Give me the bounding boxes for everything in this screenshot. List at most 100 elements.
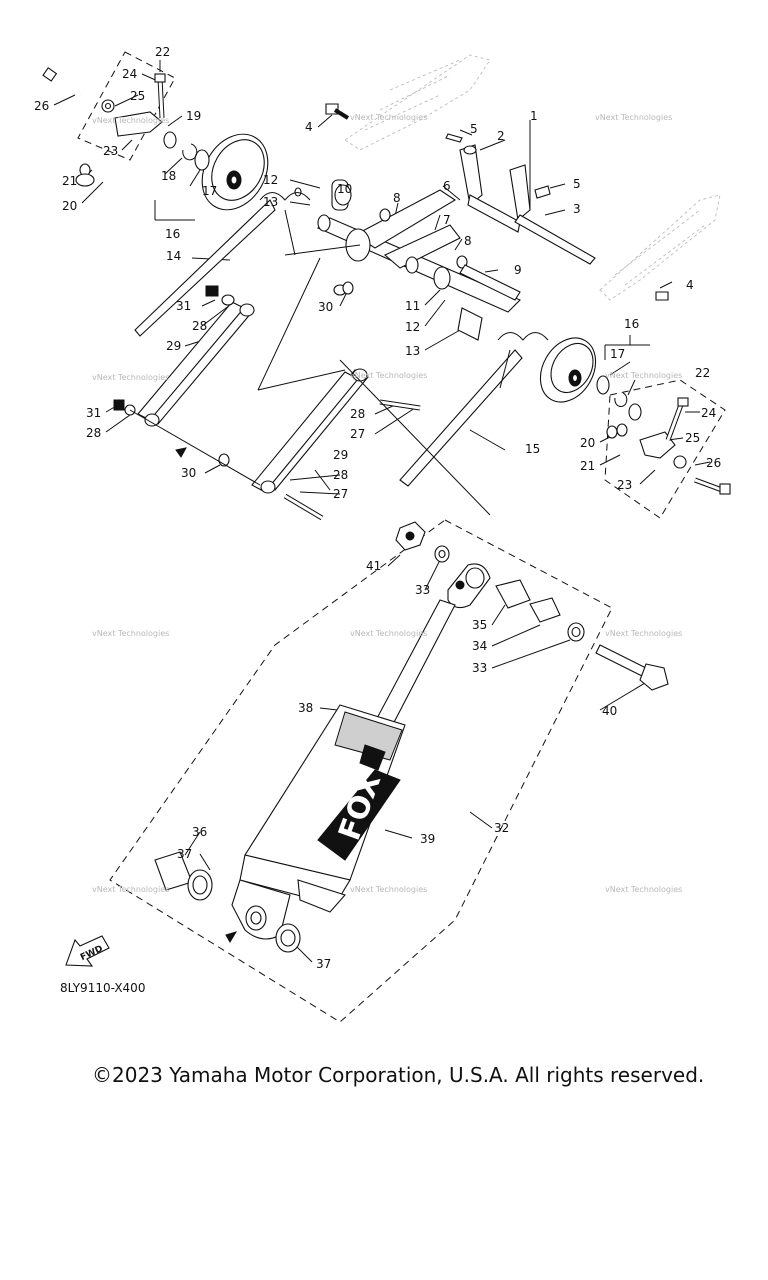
callout-5: 5 — [573, 177, 581, 191]
callout-4: 4 — [686, 278, 694, 292]
copyright-notice: ©2023 Yamaha Motor Corporation, U.S.A. A… — [92, 1063, 705, 1087]
callout-30: 30 — [318, 300, 333, 314]
callout-28: 28 — [86, 426, 101, 440]
callout-27: 27 — [350, 427, 365, 441]
watermark: vNext Technologies — [350, 885, 427, 894]
callout-17: 17 — [202, 184, 217, 198]
callout-28: 28 — [350, 407, 365, 421]
cross-shaft-assembly — [294, 179, 521, 313]
callout-40: 40 — [602, 704, 617, 718]
bolt-24-left — [154, 73, 166, 119]
callout-23: 23 — [617, 478, 632, 492]
callout-24: 24 — [701, 406, 716, 420]
callout-39: 39 — [420, 832, 435, 846]
torsion-spring-15 — [399, 332, 549, 487]
watermark: vNext Technologies — [605, 371, 682, 380]
torsion-spring-14 — [134, 192, 311, 337]
frame-rail-ghost-top — [344, 54, 491, 151]
centerline-links — [129, 244, 491, 516]
bracket-assembly-1 — [445, 133, 551, 233]
callout-33: 33 — [415, 583, 430, 597]
callout-31: 31 — [176, 299, 191, 313]
frame-rail-ghost-right — [599, 194, 721, 301]
drawing-code: 8LY9110-X400 — [60, 981, 145, 995]
watermark: vNext Technologies — [350, 629, 427, 638]
callout-37: 37 — [177, 847, 192, 861]
callout-32: 32 — [494, 821, 509, 835]
watermark: vNext Technologies — [92, 373, 169, 382]
callout-41: 41 — [366, 559, 381, 573]
direction-arrow-lower — [225, 931, 238, 943]
watermark: vNext Technologies — [92, 629, 169, 638]
callout-24: 24 — [122, 67, 137, 81]
group-22-left-box — [77, 51, 176, 161]
callout-10: 10 — [337, 182, 352, 196]
callout-17: 17 — [610, 347, 625, 361]
pulley-16-right — [539, 337, 642, 439]
callout-30: 30 — [181, 466, 196, 480]
group-32-box — [109, 519, 613, 1023]
callouts: 1 2 3 4 4 5 5 6 7 8 8 9 10 11 12 12 13 1… — [34, 45, 721, 971]
watermarks: vNext Technologies vNext Technologies vN… — [92, 113, 682, 894]
pulley-16-left — [75, 131, 269, 211]
callout-25: 25 — [130, 89, 145, 103]
callout-36: 36 — [192, 825, 207, 839]
callout-7: 7 — [443, 213, 451, 227]
callout-22: 22 — [155, 45, 170, 59]
callout-29: 29 — [333, 448, 348, 462]
callout-37: 37 — [316, 957, 331, 971]
callout-11: 11 — [405, 299, 420, 313]
callout-14: 14 — [166, 249, 181, 263]
link-arm-29-upper — [113, 285, 255, 427]
callout-27: 27 — [333, 487, 348, 501]
callout-4: 4 — [305, 120, 313, 134]
callout-28: 28 — [192, 319, 207, 333]
callout-16: 16 — [165, 227, 180, 241]
callout-31: 31 — [86, 406, 101, 420]
callout-26: 26 — [34, 99, 49, 113]
callout-21: 21 — [62, 174, 77, 188]
callout-15: 15 — [525, 442, 540, 456]
callout-18: 18 — [161, 169, 176, 183]
rod-3 — [514, 214, 596, 265]
watermark: vNext Technologies — [605, 629, 682, 638]
callout-12: 12 — [405, 320, 420, 334]
rod-9 — [459, 264, 521, 301]
callout-34: 34 — [472, 639, 487, 653]
callout-3: 3 — [573, 202, 581, 216]
fwd-arrow-icon: FWD — [65, 935, 110, 967]
bolt-4-right — [655, 291, 669, 301]
callout-1: 1 — [530, 109, 538, 123]
callout-13: 13 — [263, 195, 278, 209]
callout-35: 35 — [472, 618, 487, 632]
callout-8: 8 — [464, 234, 472, 248]
link-arm-29-lower — [251, 368, 421, 521]
callout-2: 2 — [497, 129, 505, 143]
bolt-26-left — [42, 67, 81, 97]
collar-10 — [334, 184, 352, 206]
callout-19: 19 — [186, 109, 201, 123]
callout-16: 16 — [624, 317, 639, 331]
watermark: vNext Technologies — [595, 113, 672, 122]
callout-29: 29 — [166, 339, 181, 353]
callout-23: 23 — [103, 144, 118, 158]
callout-20: 20 — [580, 436, 595, 450]
collar-13 — [457, 307, 483, 341]
bracket-25-left — [101, 99, 163, 137]
callout-12: 12 — [263, 173, 278, 187]
watermark: vNext Technologies — [92, 116, 169, 125]
callout-5: 5 — [470, 122, 478, 136]
callout-25: 25 — [685, 431, 700, 445]
leader-lines — [53, 60, 711, 963]
watermark: vNext Technologies — [605, 885, 682, 894]
callout-9: 9 — [514, 263, 522, 277]
watermark: vNext Technologies — [92, 885, 169, 894]
callout-26: 26 — [706, 456, 721, 470]
bracket-25-right — [639, 397, 731, 495]
callout-22: 22 — [695, 366, 710, 380]
callout-21: 21 — [580, 459, 595, 473]
callout-6: 6 — [443, 179, 451, 193]
callout-20: 20 — [62, 199, 77, 213]
